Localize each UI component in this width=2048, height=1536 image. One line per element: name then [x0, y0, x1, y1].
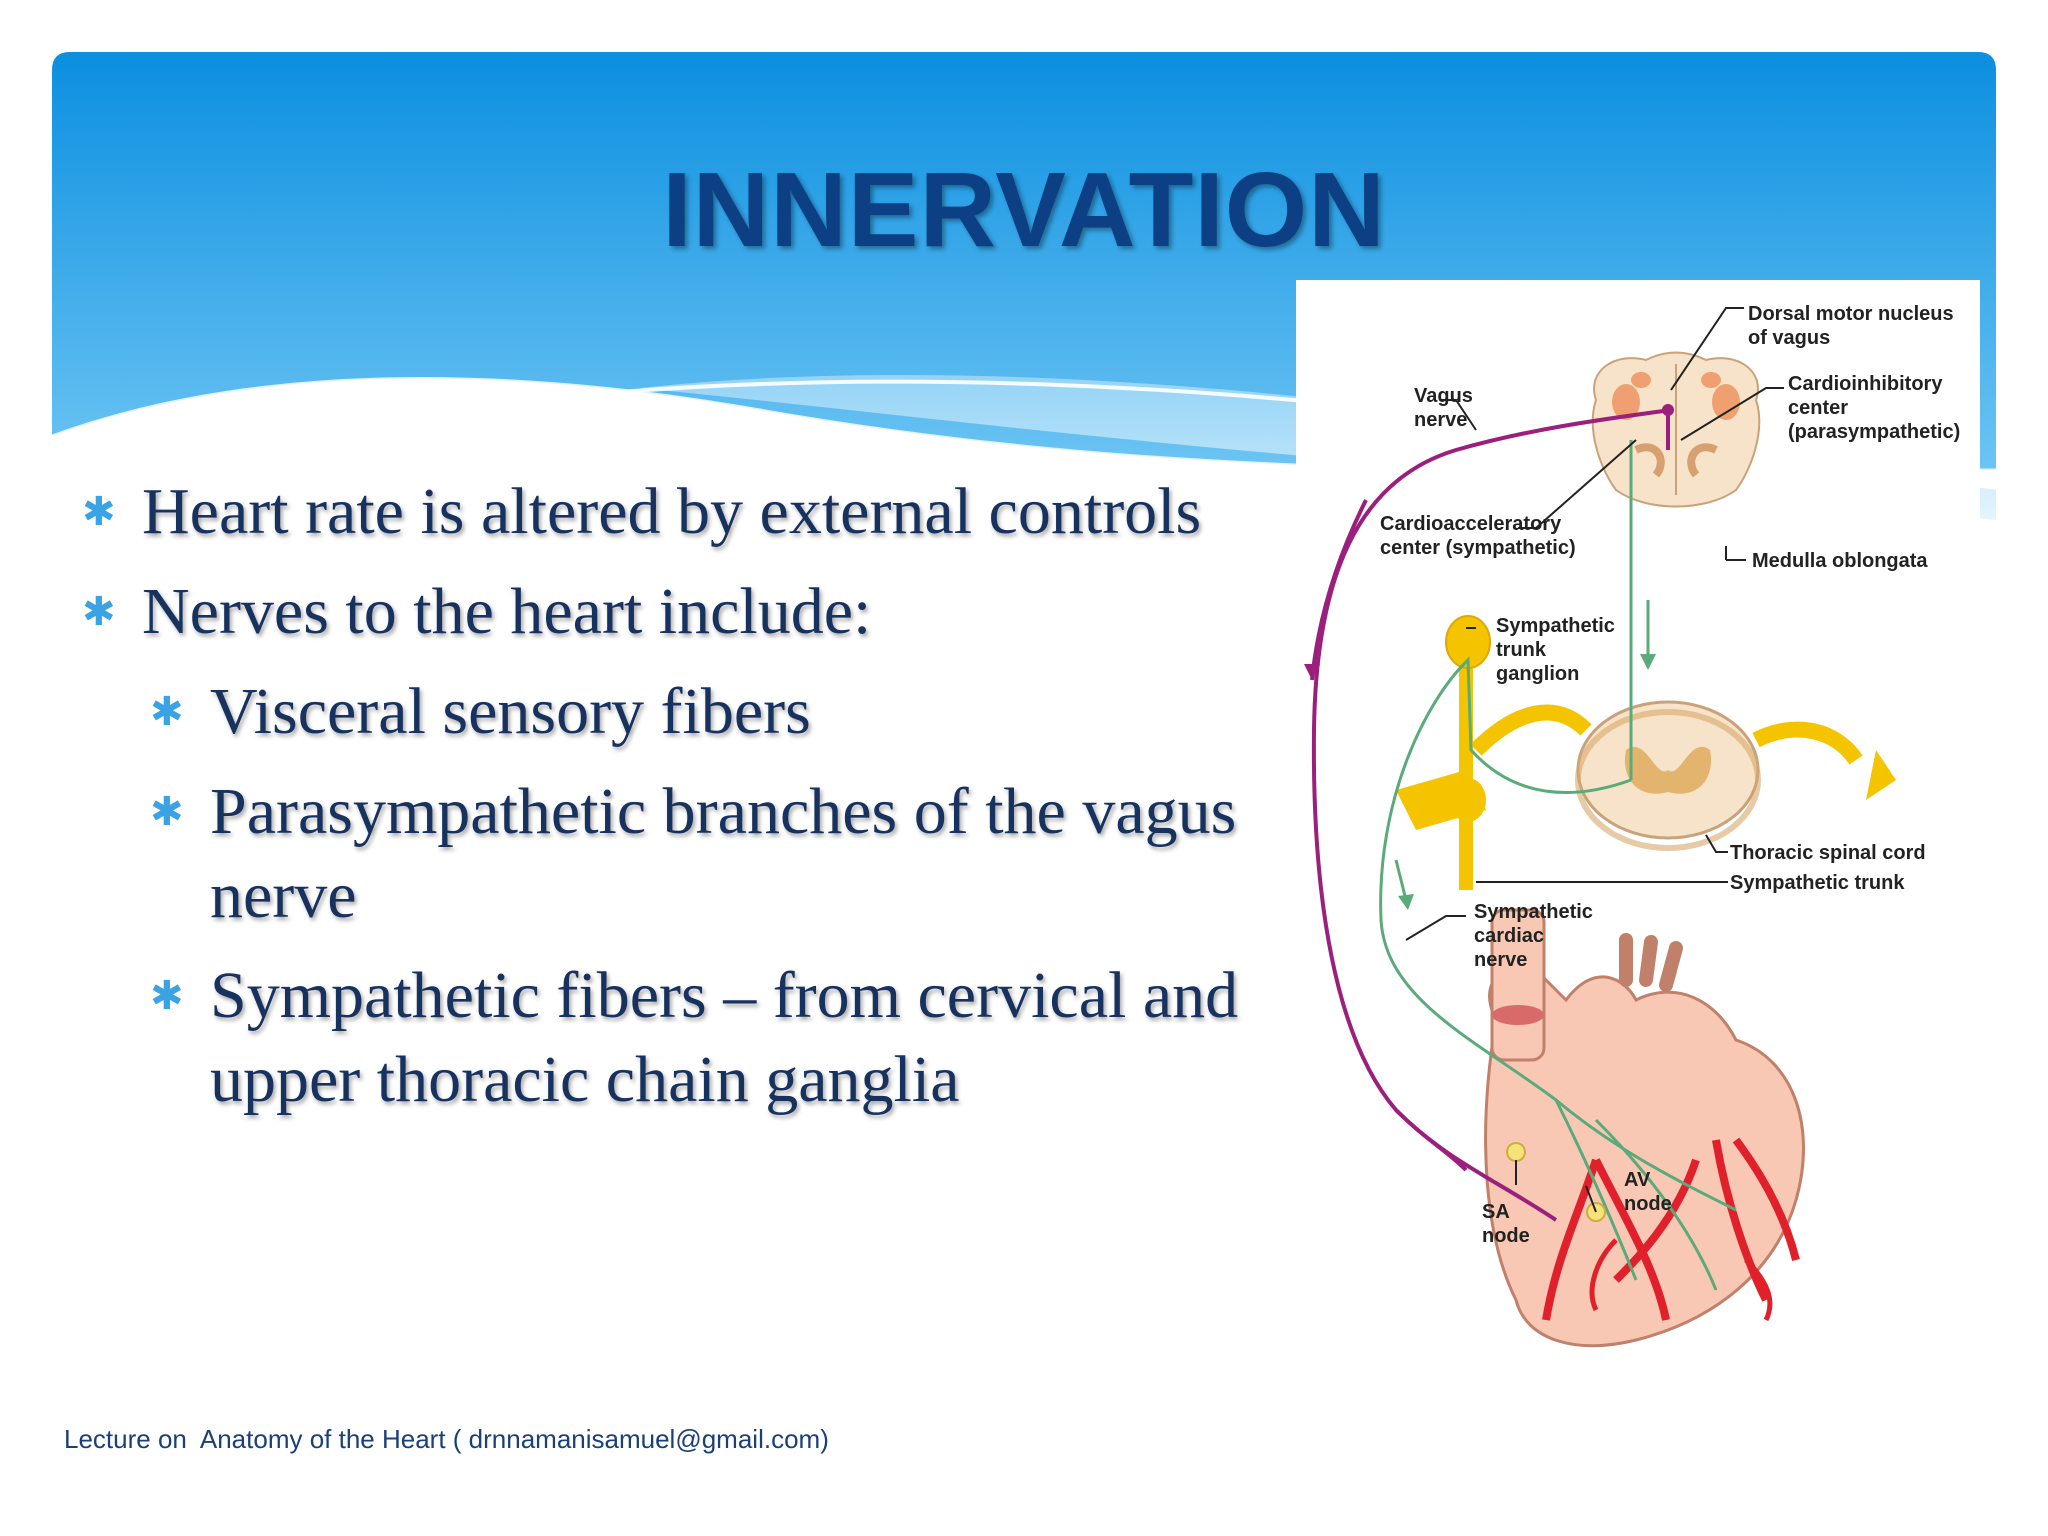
- thoracic-spinal-cord-illustration: [1575, 700, 1761, 851]
- slide-title: INNERVATION: [662, 151, 1386, 269]
- leader-lines: [1405, 307, 1784, 1213]
- label-thoracic-spinal-cord: Thoracic spinal cord: [1730, 842, 1926, 864]
- sub-bullet-item: ✱ Parasympathetic branches of the vagus …: [80, 770, 1310, 938]
- label-cardioinhibitory: (parasympathetic): [1788, 421, 1960, 443]
- bullet-text: Heart rate is altered by external contro…: [142, 475, 1202, 548]
- label-cardioinhibitory: Cardioinhibitory: [1788, 373, 1943, 395]
- bullet-text: Parasympathetic branches of the vagus ne…: [210, 775, 1237, 932]
- label-sympathetic-trunk-ganglion: trunk: [1496, 639, 1547, 661]
- label-av-node: AV: [1624, 1169, 1651, 1191]
- label-cardioacceleratory: center (sympathetic): [1380, 537, 1576, 559]
- footer-text: Lecture on Anatomy of the Heart ( drnnam…: [64, 1424, 829, 1454]
- asterisk-bullet-icon: ✱: [150, 689, 184, 735]
- sympathetic-trunk-illustration: [1396, 615, 1896, 890]
- bullet-item: ✱ Heart rate is altered by external cont…: [80, 470, 1310, 554]
- label-av-node: node: [1624, 1193, 1672, 1215]
- label-vagus-nerve: nerve: [1414, 409, 1467, 431]
- sub-bullet-item: ✱ Sympathetic fibers – from cervical and…: [80, 954, 1310, 1122]
- bullet-text: Visceral sensory fibers: [210, 675, 811, 748]
- asterisk-bullet-icon: ✱: [82, 589, 116, 635]
- bullet-text: Sympathetic fibers – from cervical and u…: [210, 959, 1239, 1116]
- label-dorsal-motor: Dorsal motor nucleus: [1748, 303, 1954, 325]
- diagram-svg: Dorsal motor nucleus of vagus Vagus nerv…: [1304, 303, 1960, 1348]
- heart-illustration: [1484, 908, 1805, 1348]
- bullet-text: Nerves to the heart include:: [142, 575, 872, 648]
- medulla-oblongata-illustration: [1591, 351, 1761, 508]
- label-sympathetic-trunk-ganglion: ganglion: [1496, 663, 1579, 685]
- label-cardioacceleratory: Cardioacceleratory: [1380, 513, 1562, 535]
- label-vagus-nerve: Vagus: [1414, 385, 1473, 407]
- bullet-list: ✱ Heart rate is altered by external cont…: [80, 470, 1310, 1138]
- asterisk-bullet-icon: ✱: [82, 489, 116, 535]
- label-sympathetic-cardiac-nerve: nerve: [1474, 949, 1527, 971]
- heart-innervation-diagram: Dorsal motor nucleus of vagus Vagus nerv…: [1296, 280, 1980, 1396]
- label-sa-node: node: [1482, 1225, 1530, 1247]
- sympathetic-pathway: [1379, 440, 1737, 1291]
- asterisk-bullet-icon: ✱: [150, 973, 184, 1019]
- label-sa-node: SA: [1482, 1201, 1510, 1223]
- label-sympathetic-trunk-ganglion: Sympathetic: [1496, 615, 1615, 637]
- asterisk-bullet-icon: ✱: [150, 789, 184, 835]
- label-dorsal-motor: of vagus: [1748, 327, 1830, 349]
- label-sympathetic-cardiac-nerve: Sympathetic: [1474, 901, 1593, 923]
- label-medulla-oblongata: Medulla oblongata: [1752, 550, 1928, 572]
- sub-bullet-item: ✱ Visceral sensory fibers: [80, 670, 1310, 754]
- label-sympathetic-trunk: Sympathetic trunk: [1730, 872, 1905, 894]
- label-sympathetic-cardiac-nerve: cardiac: [1474, 925, 1544, 947]
- bullet-item: ✱ Nerves to the heart include:: [80, 570, 1310, 654]
- parasympathetic-pathway: [1304, 404, 1674, 1222]
- sa-node-marker: [1506, 1142, 1526, 1162]
- label-cardioinhibitory: center: [1788, 397, 1848, 419]
